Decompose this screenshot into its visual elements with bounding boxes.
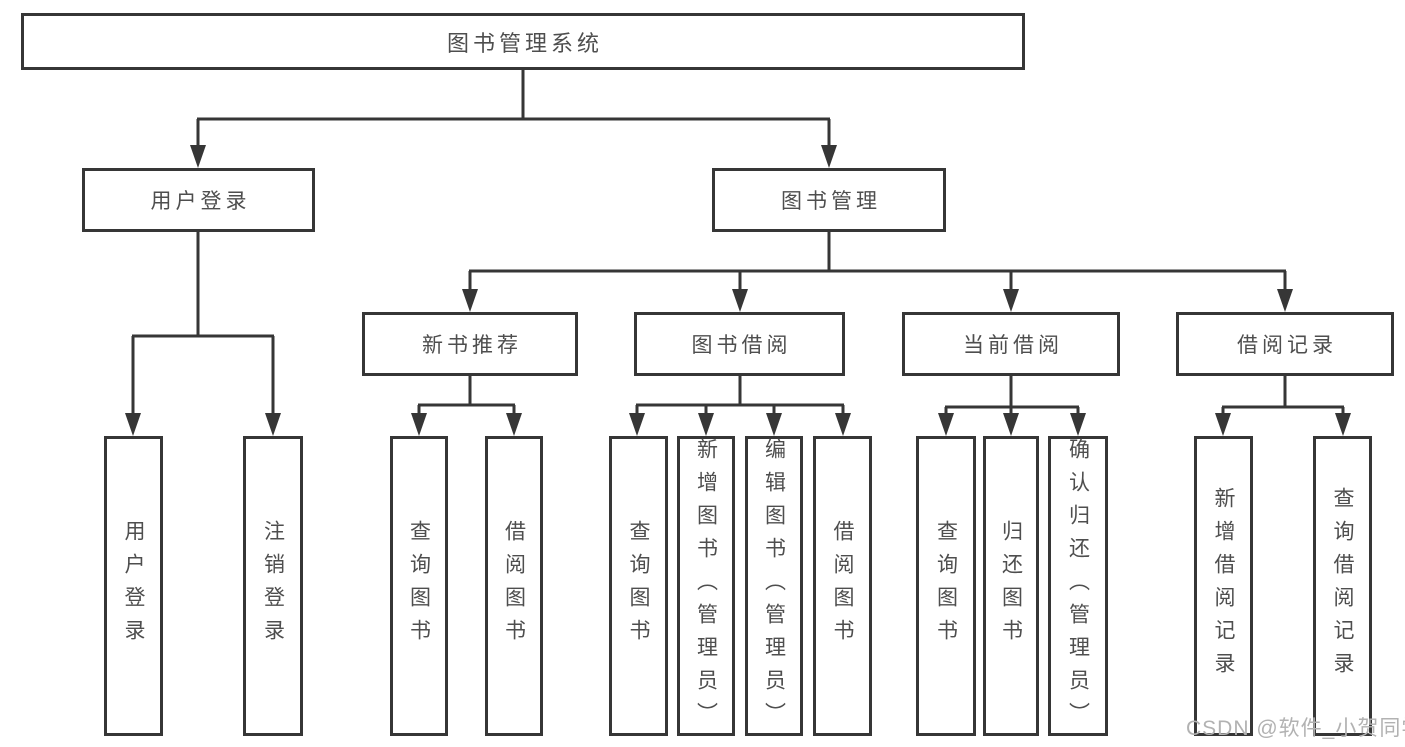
- leaf-label: 新增图书（管理员）: [694, 437, 718, 735]
- leaf-edit-books-admin: 编辑图书（管理员）: [745, 436, 803, 736]
- node-book-management: 图书管理: [712, 168, 946, 232]
- leaf-add-books-admin: 新增图书（管理员）: [677, 436, 735, 736]
- node-module-new-book-recommend: 新书推荐: [362, 312, 578, 376]
- node-root-library-system: 图书管理系统: [21, 13, 1025, 70]
- leaf-label: 新增借阅记录: [1212, 487, 1235, 685]
- leaf-label: 注销登录: [261, 520, 285, 652]
- node-module-current-borrow: 当前借阅: [902, 312, 1120, 376]
- leaf-label: 确认归还（管理员）: [1066, 437, 1090, 735]
- leaf-return-books: 归还图书: [983, 436, 1039, 736]
- leaf-query-books-recommend: 查询图书: [390, 436, 448, 736]
- node-user-login: 用户登录: [82, 168, 315, 232]
- leaf-label: 查询图书: [934, 520, 958, 652]
- leaf-label: 查询图书: [627, 520, 650, 652]
- leaf-label: 查询借阅记录: [1331, 487, 1354, 685]
- leaf-borrow-books: 借阅图书: [813, 436, 872, 736]
- leaf-label: 借阅图书: [502, 520, 526, 652]
- node-module-borrow-records: 借阅记录: [1176, 312, 1394, 376]
- leaf-label: 借阅图书: [831, 520, 854, 652]
- leaf-add-borrow-record: 新增借阅记录: [1194, 436, 1253, 736]
- leaf-logout: 注销登录: [243, 436, 303, 736]
- leaf-query-books-borrow: 查询图书: [609, 436, 668, 736]
- leaf-label: 用户登录: [122, 520, 145, 652]
- leaf-label: 编辑图书（管理员）: [762, 437, 786, 735]
- node-module-book-borrow: 图书借阅: [634, 312, 845, 376]
- leaf-borrow-books-recommend: 借阅图书: [485, 436, 543, 736]
- leaf-query-books-current: 查询图书: [916, 436, 976, 736]
- leaf-label: 归还图书: [999, 520, 1023, 652]
- leaf-user-login: 用户登录: [104, 436, 163, 736]
- leaf-confirm-return-admin: 确认归还（管理员）: [1048, 436, 1108, 736]
- watermark-text: CSDN @软件_小贺同学: [1186, 717, 1405, 740]
- leaf-query-borrow-record: 查询借阅记录: [1313, 436, 1372, 736]
- leaf-label: 查询图书: [407, 520, 431, 652]
